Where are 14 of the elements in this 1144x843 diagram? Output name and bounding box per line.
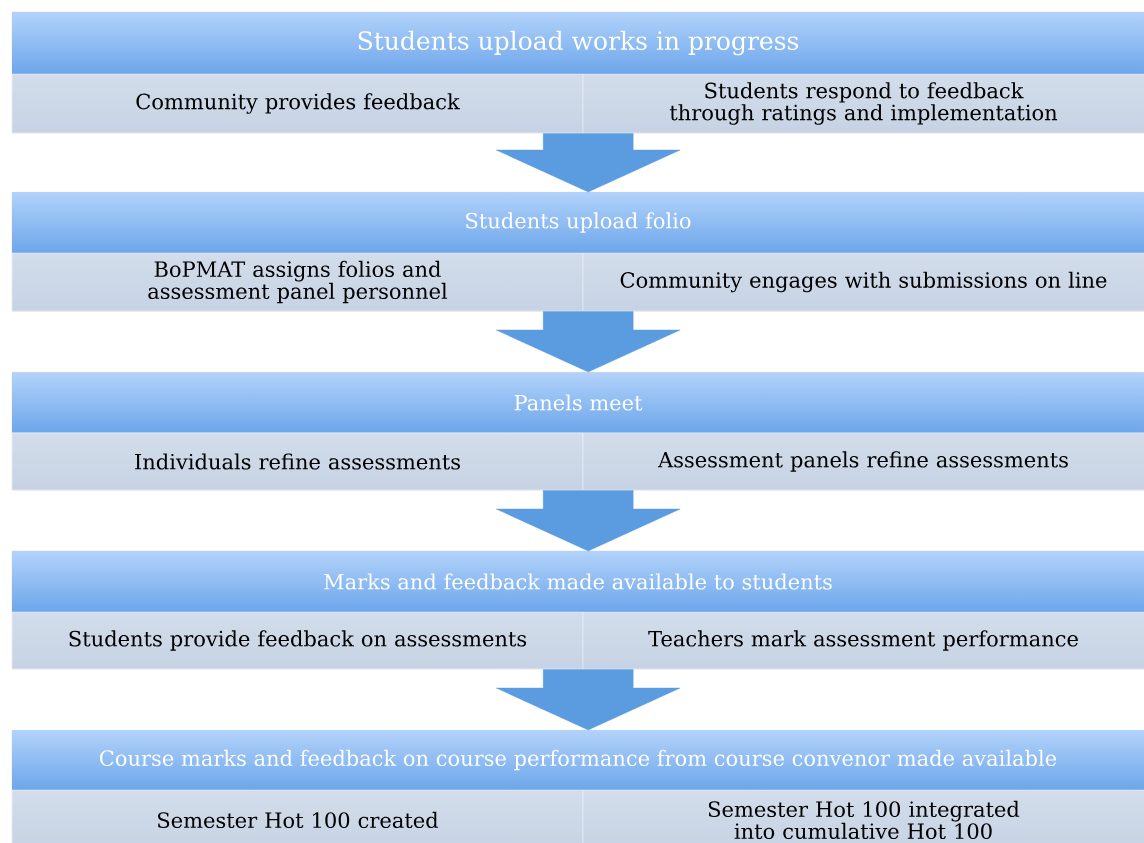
step-cell: Teachers mark assessment performance	[582, 611, 1144, 670]
block-arrow	[496, 490, 681, 552]
step-cell: Community provides feedback	[11, 73, 584, 134]
block-arrow	[496, 133, 681, 193]
step-cell: BoPMAT assigns folios and assessment panel personnel	[11, 252, 584, 312]
block-arrow	[496, 311, 681, 373]
step-cell: Students provide feedback on assessments	[11, 611, 584, 670]
step-cell: Community engages with submissions on line	[582, 252, 1144, 312]
step-cell: Semester Hot 100 integrated into cumulative Hot 100	[582, 789, 1144, 843]
step-cell: Students respond to feedback through ratings and implementation	[582, 73, 1144, 134]
block-arrow	[496, 669, 681, 731]
step-cell: Semester Hot 100 created	[11, 789, 584, 843]
step-cell: Individuals refine assessments	[11, 432, 584, 491]
step-cell: Assessment panels refine assessments	[582, 432, 1144, 491]
